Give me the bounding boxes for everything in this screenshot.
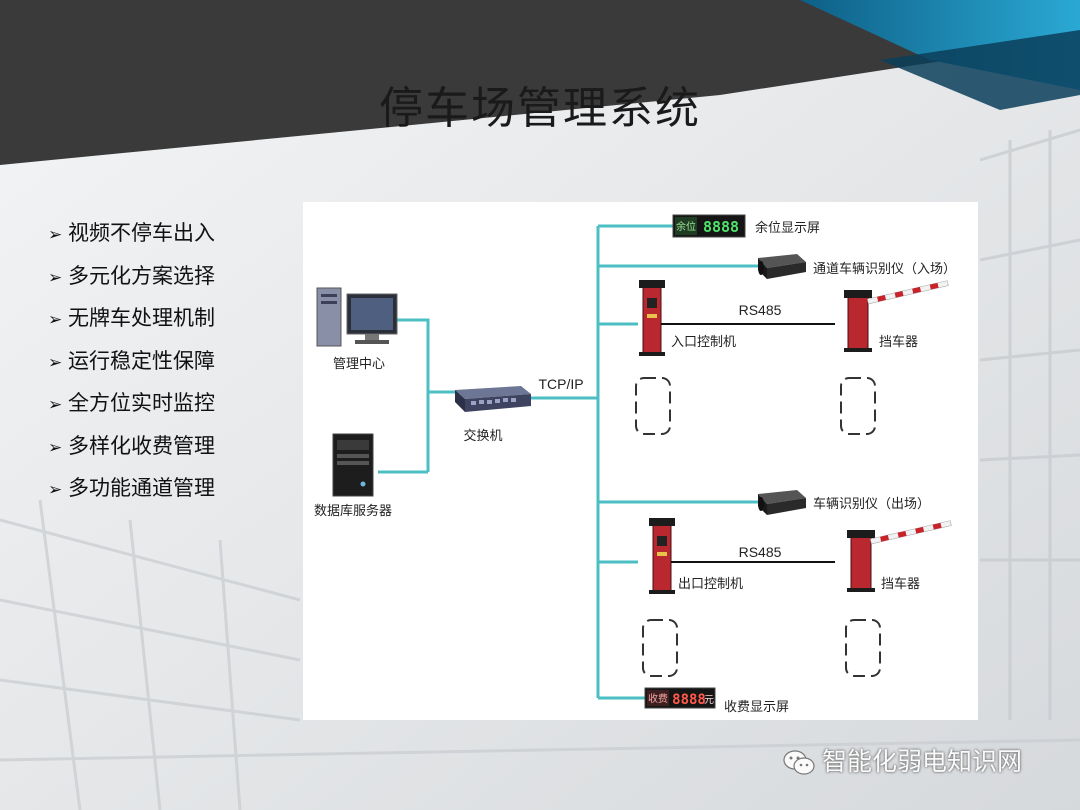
- exit-barrier-label: 挡车器: [881, 576, 920, 591]
- exit-controller-label: 出口控制机: [678, 576, 743, 591]
- page-title: 停车场管理系统: [379, 83, 701, 134]
- database-server-label: 数据库服务器: [314, 503, 392, 518]
- arrow-bullet-icon: ➢: [48, 267, 63, 288]
- building-pattern-right: [979, 128, 1080, 720]
- arrow-bullet-icon: ➢: [48, 395, 63, 415]
- feature-list: ➢视频不停车出入 ➢多元化方案选择 ➢无牌车处理机制 ➢运行稳定性保障 ➢全方位…: [48, 212, 215, 510]
- entry-barrier-label: 挡车器: [879, 334, 918, 349]
- tcpip-label: TCP/IP: [538, 376, 583, 392]
- led-display-icon: 余位 8888: [672, 214, 746, 238]
- management-center-label: 管理中心: [333, 356, 385, 371]
- entry-camera-label: 通道车辆识别仪（入场）: [813, 261, 956, 276]
- svg-text:余位: 余位: [676, 220, 696, 233]
- list-item: ➢无牌车处理机制: [48, 297, 215, 340]
- ground-loop-sensor: [642, 619, 678, 677]
- watermark: 智能化弱电知识网: [782, 742, 1022, 778]
- camera-icon: [758, 490, 806, 515]
- switch-label: 交换机: [463, 428, 502, 443]
- fee-display-label: 收费显示屏: [724, 699, 789, 714]
- arrow-bullet-icon: ➢: [48, 480, 63, 500]
- diagram-panel: [303, 202, 978, 720]
- barrier-gate-icon: [847, 520, 952, 592]
- building-pattern: [0, 499, 1080, 810]
- header-accent-dark: [880, 30, 1080, 110]
- list-item: ➢全方位实时监控: [48, 382, 215, 425]
- space-display-label: 余位显示屏: [755, 220, 820, 235]
- ground-loop-sensor: [840, 377, 876, 435]
- svg-text:8888: 8888: [672, 692, 706, 708]
- list-item: ➢运行稳定性保障: [48, 340, 215, 383]
- list-item: ➢多元化方案选择: [48, 255, 215, 298]
- arrow-bullet-icon: ➢: [48, 310, 63, 330]
- entry-rs485-label: RS485: [739, 302, 782, 318]
- svg-text:收费: 收费: [648, 692, 668, 705]
- svg-text:元: 元: [704, 695, 714, 706]
- server-icon: [332, 433, 374, 497]
- entry-controller-label: 入口控制机: [671, 334, 736, 349]
- ground-loop-sensor: [845, 619, 881, 677]
- computer-icon: [316, 287, 398, 347]
- wechat-icon: [783, 750, 815, 775]
- barrier-gate-icon: [844, 280, 949, 352]
- exit-rs485-label: RS485: [739, 544, 782, 560]
- watermark-text: 智能化弱电知识网: [822, 747, 1023, 776]
- network-lines: [378, 224, 758, 700]
- svg-text:8888: 8888: [703, 218, 739, 236]
- led-display-icon: 收费 8888 元: [644, 687, 716, 709]
- camera-icon: [758, 254, 806, 279]
- exit-camera-label: 车辆识别仪（出场）: [813, 496, 930, 511]
- header-band: [0, 0, 1080, 165]
- exit-controller-icon: [649, 518, 675, 594]
- list-item: ➢视频不停车出入: [48, 212, 215, 255]
- arrow-bullet-icon: ➢: [48, 225, 63, 245]
- ground-loop-sensor: [635, 377, 671, 435]
- list-item: ➢多功能通道管理: [48, 467, 215, 510]
- entry-controller-icon: [639, 280, 665, 356]
- network-diagram: 管理中心 数据库服务器 交换机 TCP/IP 余位 8888 余位显示屏 通道车…: [303, 202, 978, 720]
- network-switch-icon: [455, 386, 531, 412]
- list-item: ➢多样化收费管理: [48, 425, 215, 468]
- arrow-bullet-icon: ➢: [48, 352, 63, 373]
- arrow-bullet-icon: ➢: [48, 437, 63, 458]
